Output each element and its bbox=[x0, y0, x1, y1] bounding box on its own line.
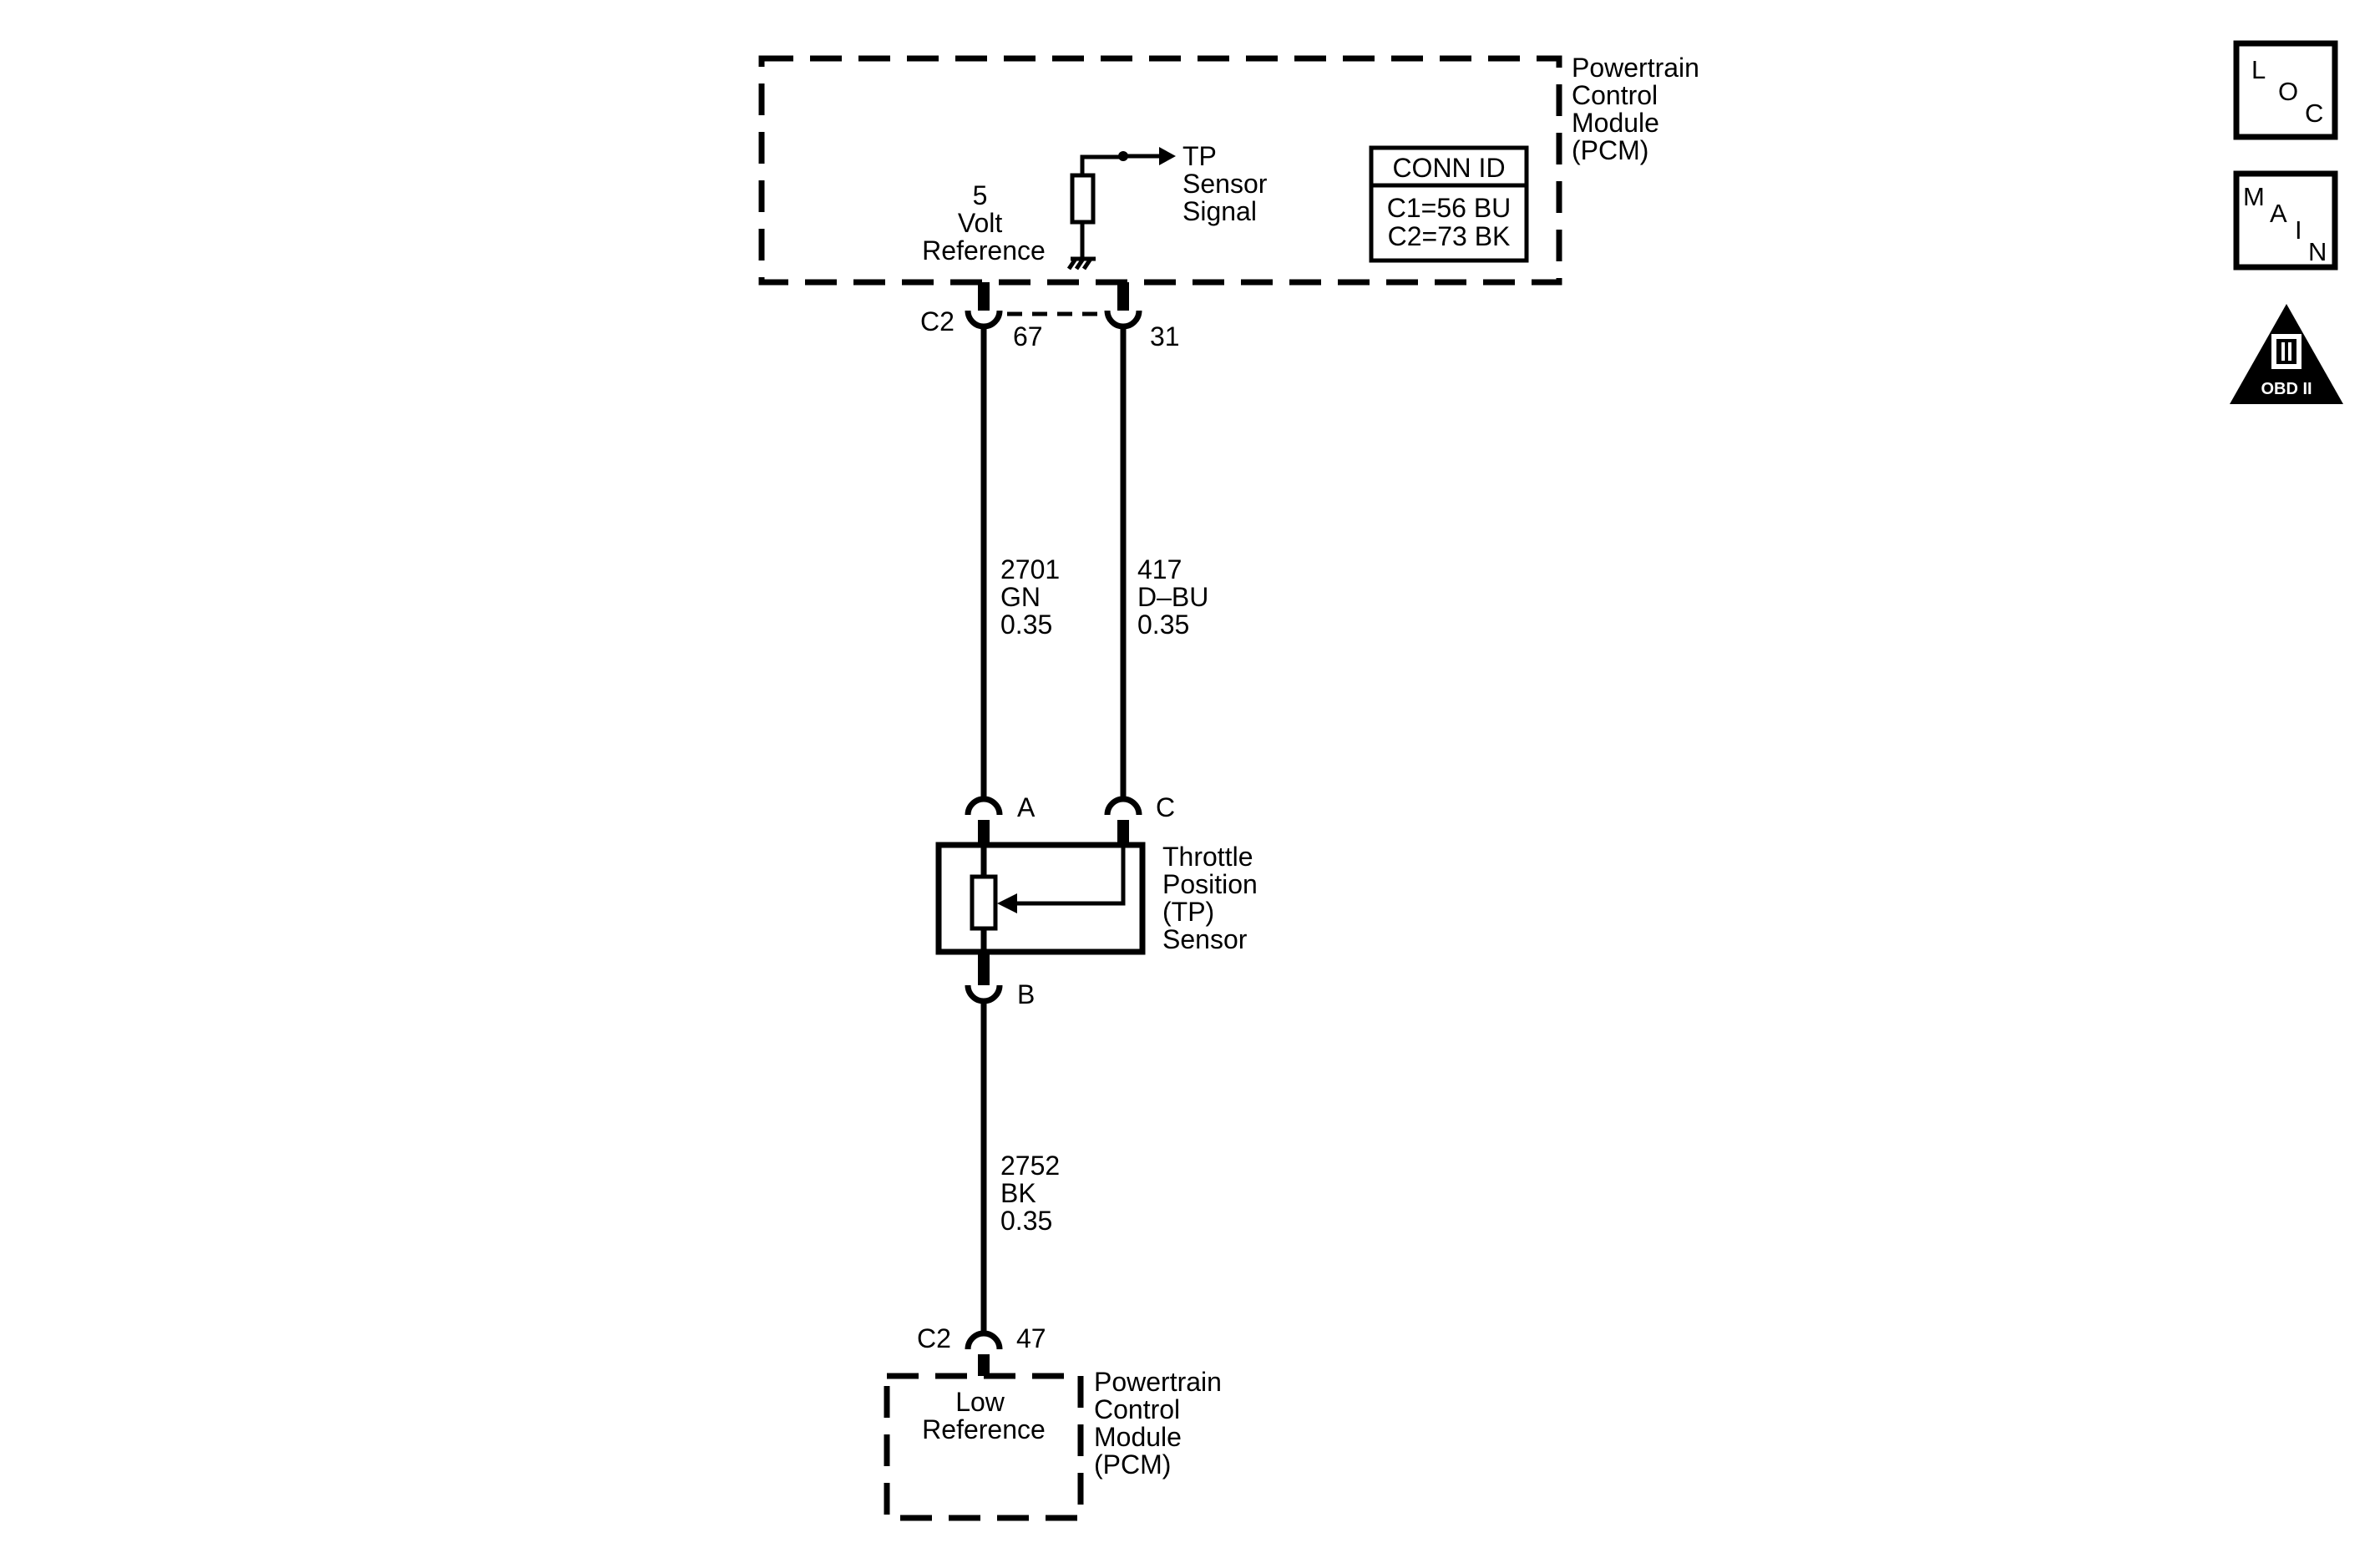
wire-2752-label: 2752 BK 0.35 bbox=[1000, 1151, 1067, 1236]
low-reference-label: Low Reference bbox=[922, 1387, 1046, 1444]
pcm-top-module: Powertrain Control Module (PCM) CONN ID … bbox=[758, 53, 1707, 286]
sensor-pin-b-label: B bbox=[1017, 979, 1035, 1009]
loc-letter-c: C bbox=[2305, 99, 2323, 128]
main-letter-i: I bbox=[2295, 215, 2302, 245]
main-letter-n: N bbox=[2308, 237, 2327, 266]
pcm-top-dashed-box bbox=[758, 55, 1562, 286]
sensor-pin-c-label: C bbox=[1156, 792, 1175, 822]
loc-letter-l: L bbox=[2251, 55, 2266, 84]
conn-id-row-c1: C1=56 BU bbox=[1387, 193, 1512, 223]
obd-ii-button[interactable]: OBD II bbox=[2230, 304, 2343, 404]
top-connector-label: C2 bbox=[920, 306, 955, 336]
main-letter-a: A bbox=[2270, 199, 2287, 228]
pin-47-label: 47 bbox=[1016, 1323, 1046, 1353]
conn-id-title: CONN ID bbox=[1392, 153, 1505, 183]
pcm-bottom-name: Powertrain Control Module (PCM) bbox=[1094, 1367, 1229, 1480]
main-letter-m: M bbox=[2243, 182, 2265, 211]
loc-button[interactable]: L O C bbox=[2233, 40, 2338, 140]
pin-31-label: 31 bbox=[1150, 321, 1180, 352]
wire-417-dbu: 417 D–BU 0.35 bbox=[1120, 324, 1216, 798]
sensor-name: Throttle Position (TP) Sensor bbox=[1162, 842, 1265, 954]
pin-67-label: 67 bbox=[1013, 321, 1043, 352]
signal-label: TP Sensor Signal bbox=[1182, 141, 1274, 226]
ref-label: 5 Volt Reference bbox=[922, 180, 1046, 266]
wire-2701-gn: 2701 GN 0.35 bbox=[980, 324, 1067, 798]
sensor-housing bbox=[935, 842, 1146, 955]
tp-sensor: A C Throttle Position (TP) Sensor B bbox=[935, 792, 1265, 1009]
pcm-internal-resistor bbox=[1070, 154, 1123, 257]
wire-2701-label: 2701 GN 0.35 bbox=[1000, 554, 1067, 640]
bottom-connector-label: C2 bbox=[917, 1323, 951, 1353]
signal-arrow-icon bbox=[1118, 147, 1176, 165]
loc-letter-o: O bbox=[2278, 77, 2298, 106]
wiper-arrow-icon bbox=[997, 893, 1017, 913]
main-button[interactable]: M A I N bbox=[2233, 170, 2338, 271]
conn-id-box: CONN ID C1=56 BU C2=73 BK bbox=[1369, 145, 1529, 263]
conn-id-row-c2: C2=73 BK bbox=[1388, 221, 1511, 251]
obd-ii-label: OBD II bbox=[2261, 380, 2312, 398]
pcm-bottom-module: Low Reference Powertrain Control Module … bbox=[884, 1367, 1229, 1521]
top-connector-c2: C2 67 31 bbox=[920, 282, 1180, 352]
wire-417-label: 417 D–BU 0.35 bbox=[1137, 554, 1216, 640]
wire-2752-bk: 2752 BK 0.35 bbox=[980, 999, 1067, 1333]
potentiometer-icon bbox=[970, 874, 998, 931]
pcm-bottom-dashed-box bbox=[884, 1373, 1084, 1521]
sensor-pin-a-label: A bbox=[1017, 792, 1036, 822]
bottom-connector-c2: C2 47 bbox=[917, 1323, 1046, 1376]
pcm-top-name: Powertrain Control Module (PCM) bbox=[1572, 53, 1707, 165]
ground-icon bbox=[1066, 256, 1096, 271]
